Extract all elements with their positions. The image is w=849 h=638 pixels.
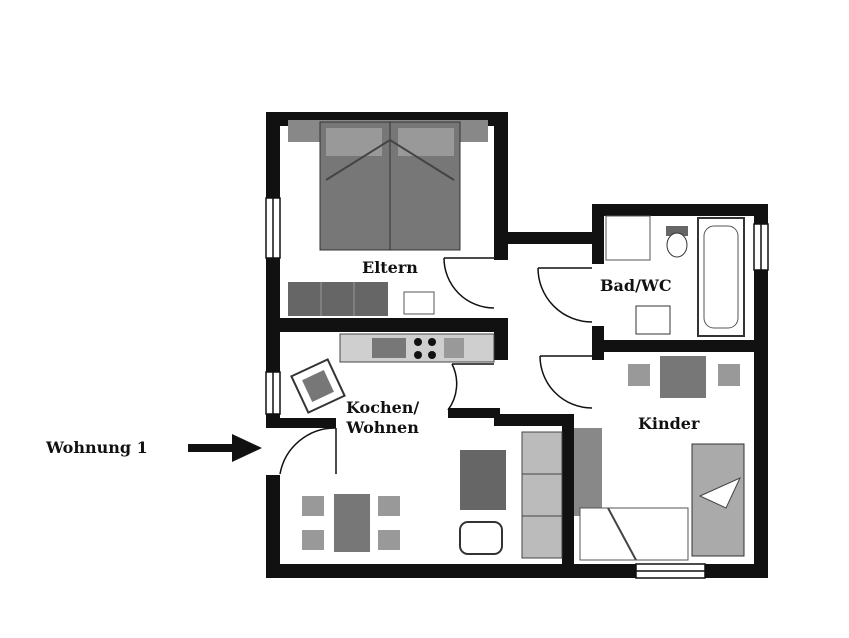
wall-kochen-stub (448, 408, 500, 418)
wall-kinder-left (562, 418, 574, 578)
room-label-eltern: Eltern (362, 258, 418, 277)
room-label-kochen-line1: Kochen/ (346, 398, 420, 417)
bad-sink (635, 305, 671, 335)
room-label-kochen: Kochen/ Wohnen (346, 398, 419, 438)
wall-right (754, 204, 768, 578)
room-label-kochen-line2: Wohnen (346, 418, 419, 437)
eltern-wardrobe (288, 282, 388, 316)
dining-table (334, 494, 370, 552)
wall-hall-top (494, 232, 598, 244)
wall-bad-left (592, 204, 604, 264)
tv-cabinet (460, 450, 506, 510)
entry-label: Wohnung 1 (46, 438, 148, 457)
wall-kinder-top-left (494, 414, 574, 426)
toilet-tank (666, 226, 688, 236)
kinder-chair-right (718, 364, 740, 386)
room-label-kinder: Kinder (638, 414, 700, 433)
kitchen-sink (372, 338, 406, 358)
sofa (521, 431, 563, 559)
kinder-chair-left (628, 364, 650, 386)
wall-bad-top (594, 204, 768, 216)
wall-eltern-right (494, 112, 508, 260)
chair-1 (302, 496, 324, 516)
chair-2 (302, 530, 324, 550)
eltern-furniture (288, 120, 488, 316)
kinder-shelf (579, 507, 689, 561)
bad-furniture (605, 215, 745, 337)
kinder-furniture (574, 356, 745, 561)
wall-bottom-right (705, 564, 768, 578)
room-label-bad-wc: Bad/WC (600, 276, 672, 295)
chair-3 (378, 496, 400, 516)
wall-left-lower (266, 475, 280, 578)
walls (266, 112, 768, 578)
wall-left-upper (266, 112, 280, 422)
wall-bottom-left (266, 564, 636, 578)
living-chair (459, 521, 503, 555)
washing-machine (605, 215, 651, 261)
eltern-desk (403, 291, 435, 315)
bed-pillow-right (398, 128, 454, 156)
bed-pillow-left (326, 128, 382, 156)
doors (279, 257, 593, 475)
stove-burner (414, 338, 422, 346)
toilet (666, 232, 688, 258)
wall-entry-stub (266, 418, 336, 428)
kinder-desk (660, 356, 706, 398)
kochen-furniture (290, 333, 563, 559)
chair-4 (378, 530, 400, 550)
wall-eltern-bottom (266, 318, 508, 332)
fridge (444, 338, 464, 358)
entry-arrow-icon (188, 434, 262, 462)
windows (265, 197, 769, 579)
kinder-wardrobe (574, 428, 602, 516)
wall-hall-right (494, 318, 508, 360)
wall-bad-bottom (592, 340, 768, 352)
